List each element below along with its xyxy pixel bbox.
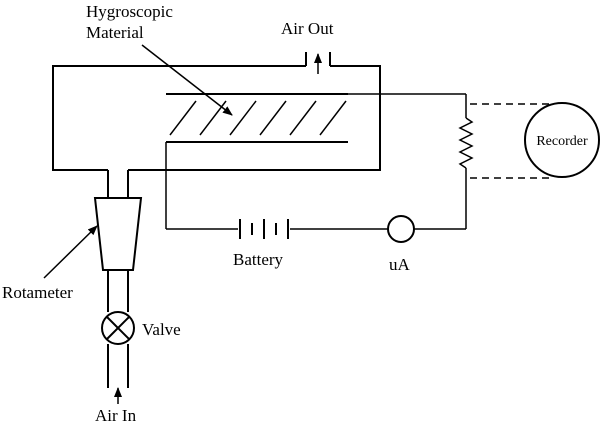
recorder-circle (524, 102, 600, 178)
rotameter-label: Rotameter (2, 283, 73, 302)
chamber-outline (52, 65, 381, 171)
air-out-label: Air Out (281, 19, 334, 38)
resistor-symbol (458, 117, 474, 169)
hygroscopic-material (166, 93, 348, 143)
microammeter-circle (387, 215, 415, 243)
rotameter-pointer (43, 225, 98, 279)
air-in-label: Air In (95, 406, 137, 425)
rotameter-body (93, 197, 143, 271)
hygroscopic-label-line2: Material (86, 23, 144, 42)
air-out-port (305, 52, 331, 74)
valve-symbol (101, 311, 135, 345)
recorder-label: Recorder (536, 134, 588, 149)
hatch-lines (169, 100, 347, 136)
circuit-wires (165, 93, 467, 230)
battery-label: Battery (233, 250, 284, 269)
battery-symbol (239, 219, 289, 239)
microammeter-label: uA (389, 255, 411, 274)
hygroscopic-label-line1: Hygroscopic (86, 2, 173, 21)
hygroscopic-pointer (141, 44, 233, 116)
valve-label: Valve (142, 320, 181, 339)
